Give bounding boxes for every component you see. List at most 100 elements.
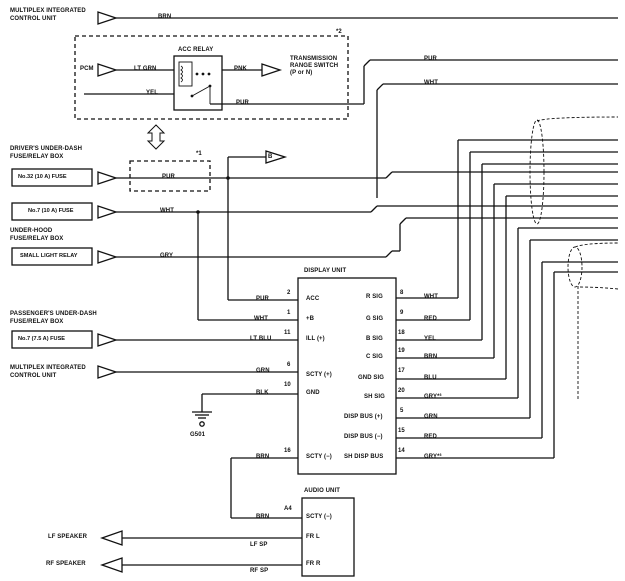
audio-pin-frl: FR L — [306, 534, 320, 540]
du-right-wire-1: RED — [424, 316, 437, 322]
audio-wire-brn: BRN — [256, 514, 270, 520]
lf-sp-label: LF SP — [250, 542, 268, 548]
wire-wht-top: WHT — [424, 80, 438, 86]
rf-speaker-label: RF SPEAKER — [46, 561, 86, 567]
wire-gry-fuse: GRY — [160, 253, 174, 259]
audio-unit-box — [301, 497, 355, 577]
trs-label-2: RANGE SWITCH — [290, 63, 339, 69]
wire-pur-fuse: PUR — [162, 174, 175, 180]
pnk-label: PNK — [234, 66, 247, 72]
rf-sp-label: RF SP — [250, 568, 269, 574]
du-right-name-2: B SIG — [366, 336, 383, 342]
du-right-wire-2: YEL — [424, 336, 436, 342]
wire-wht-fuse: WHT — [160, 208, 174, 214]
du-right-pin-5: 20 — [398, 388, 405, 394]
du-left-wire-5: BRN — [256, 454, 270, 460]
pcm-label: PCM — [80, 66, 94, 72]
du-left-wire-2: LT BLU — [250, 336, 272, 342]
du-left-pin-1: 1 — [287, 310, 291, 316]
du-right-wire-3: BRN — [424, 354, 438, 360]
acc-relay-body — [173, 55, 223, 111]
du-left-name-4: GND — [306, 390, 320, 396]
du-right-pin-3: 19 — [398, 348, 405, 354]
under-hood-label-2: FUSE/RELAY BOX — [10, 236, 64, 242]
acc-relay-title: ACC RELAY — [178, 47, 214, 53]
under-hood-label-1: UNDER-HOOD — [10, 228, 53, 234]
drivers-fuse-label-2: FUSE/RELAY BOX — [10, 154, 64, 160]
du-left-pin-0: 2 — [287, 290, 291, 296]
du-right-wire-4: BLU — [424, 375, 437, 381]
display-unit-box — [297, 277, 397, 475]
relay-dashed-box — [74, 35, 349, 120]
note-1: *1 — [196, 151, 202, 157]
du-right-name-5: SH SIG — [364, 394, 385, 400]
du-right-name-0: R SIG — [366, 294, 383, 300]
fuse-box-7-pass — [11, 330, 93, 349]
du-right-name-6: DISP BUS (+) — [344, 414, 383, 420]
du-right-pin-1: 9 — [400, 310, 404, 316]
fuse-box-7 — [11, 202, 93, 221]
wire-brn-top: BRN — [158, 14, 172, 20]
du-left-wire-4: BLK — [256, 390, 269, 396]
lt-grn-label: LT GRN — [134, 66, 157, 72]
passengers-fuse-label-2: FUSE/RELAY BOX — [10, 319, 64, 325]
drivers-fuse-label-1: DRIVER'S UNDER-DASH — [10, 146, 82, 152]
right-wires — [396, 139, 618, 459]
audio-unit-title: AUDIO UNIT — [304, 488, 340, 494]
small-light-relay-box — [11, 247, 93, 266]
yel-label: YEL — [146, 90, 158, 96]
du-left-name-1: +B — [306, 316, 315, 322]
display-unit-title: DISPLAY UNIT — [304, 268, 347, 274]
du-left-pin-2: 11 — [284, 330, 291, 336]
ground-label: G501 — [190, 432, 206, 438]
du-left-name-0: ACC — [306, 296, 320, 302]
du-right-name-7: DISP BUS (−) — [344, 434, 383, 440]
trs-label-3: (P or N) — [290, 70, 313, 76]
du-right-pin-6: 5 — [400, 408, 404, 414]
du-right-wire-5: GRY*³ — [424, 394, 442, 400]
multiplex-top-label-2: CONTROL UNIT — [10, 16, 57, 22]
du-right-pin-4: 17 — [398, 368, 405, 374]
multiplex-top-label-1: MULTIPLEX INTEGRATED — [10, 8, 86, 14]
du-right-name-1: G SIG — [366, 316, 384, 322]
multiplex-bottom-label-1: MULTIPLEX INTEGRATED — [10, 365, 86, 371]
passengers-fuse-label-1: PASSENGER'S UNDER-DASH — [10, 311, 97, 317]
du-left-pin-5: 16 — [284, 448, 291, 454]
du-right-wire-0: WHT — [424, 294, 438, 300]
fuse-7-pass-label: No.7 (7.5 A) FUSE — [18, 336, 66, 342]
wire-pur-top: PUR — [424, 56, 437, 62]
note-2: *2 — [336, 29, 342, 35]
fuse-box-32 — [11, 168, 93, 187]
du-left-name-5: SCTY (−) — [306, 454, 332, 460]
triangle-connector — [97, 11, 119, 25]
du-right-wire-6: GRN — [424, 414, 438, 420]
multiplex-bottom-label-2: CONTROL UNIT — [10, 373, 57, 379]
du-left-name-2: ILL (+) — [306, 336, 325, 342]
du-right-name-3: C SIG — [366, 354, 383, 360]
du-right-pin-2: 18 — [398, 330, 405, 336]
du-right-name-8: SH DISP BUS — [344, 454, 384, 460]
du-left-name-3: SCTY (+) — [306, 372, 332, 378]
du-right-wire-8: GRY*³ — [424, 454, 442, 460]
du-right-pin-8: 14 — [398, 448, 405, 454]
trs-label-1: TRANSMISSION — [290, 56, 338, 62]
small-light-label: SMALL LIGHT RELAY — [20, 253, 78, 259]
du-left-wire-3: GRN — [256, 368, 270, 374]
du-right-name-4: GND SIG — [358, 375, 385, 381]
du-right-pin-7: 15 — [398, 428, 405, 434]
lf-speaker-label: LF SPEAKER — [48, 534, 88, 540]
connector-b: B — [268, 154, 273, 160]
du-left-wire-1: WHT — [254, 316, 268, 322]
audio-pin-scty: SCTY (−) — [306, 514, 332, 520]
fuse-32-label: No.32 (10 A) FUSE — [18, 174, 67, 180]
fuse-7-label: No.7 (10 A) FUSE — [28, 208, 74, 214]
du-right-pin-0: 8 — [400, 290, 404, 296]
audio-pin-frr: FR R — [306, 561, 321, 567]
du-left-wire-0: PUR — [256, 296, 269, 302]
relay-pur-label: PUR — [236, 100, 249, 106]
audio-pin-a4: A4 — [284, 506, 292, 512]
du-right-wire-7: RED — [424, 434, 437, 440]
du-left-pin-3: 6 — [287, 362, 291, 368]
